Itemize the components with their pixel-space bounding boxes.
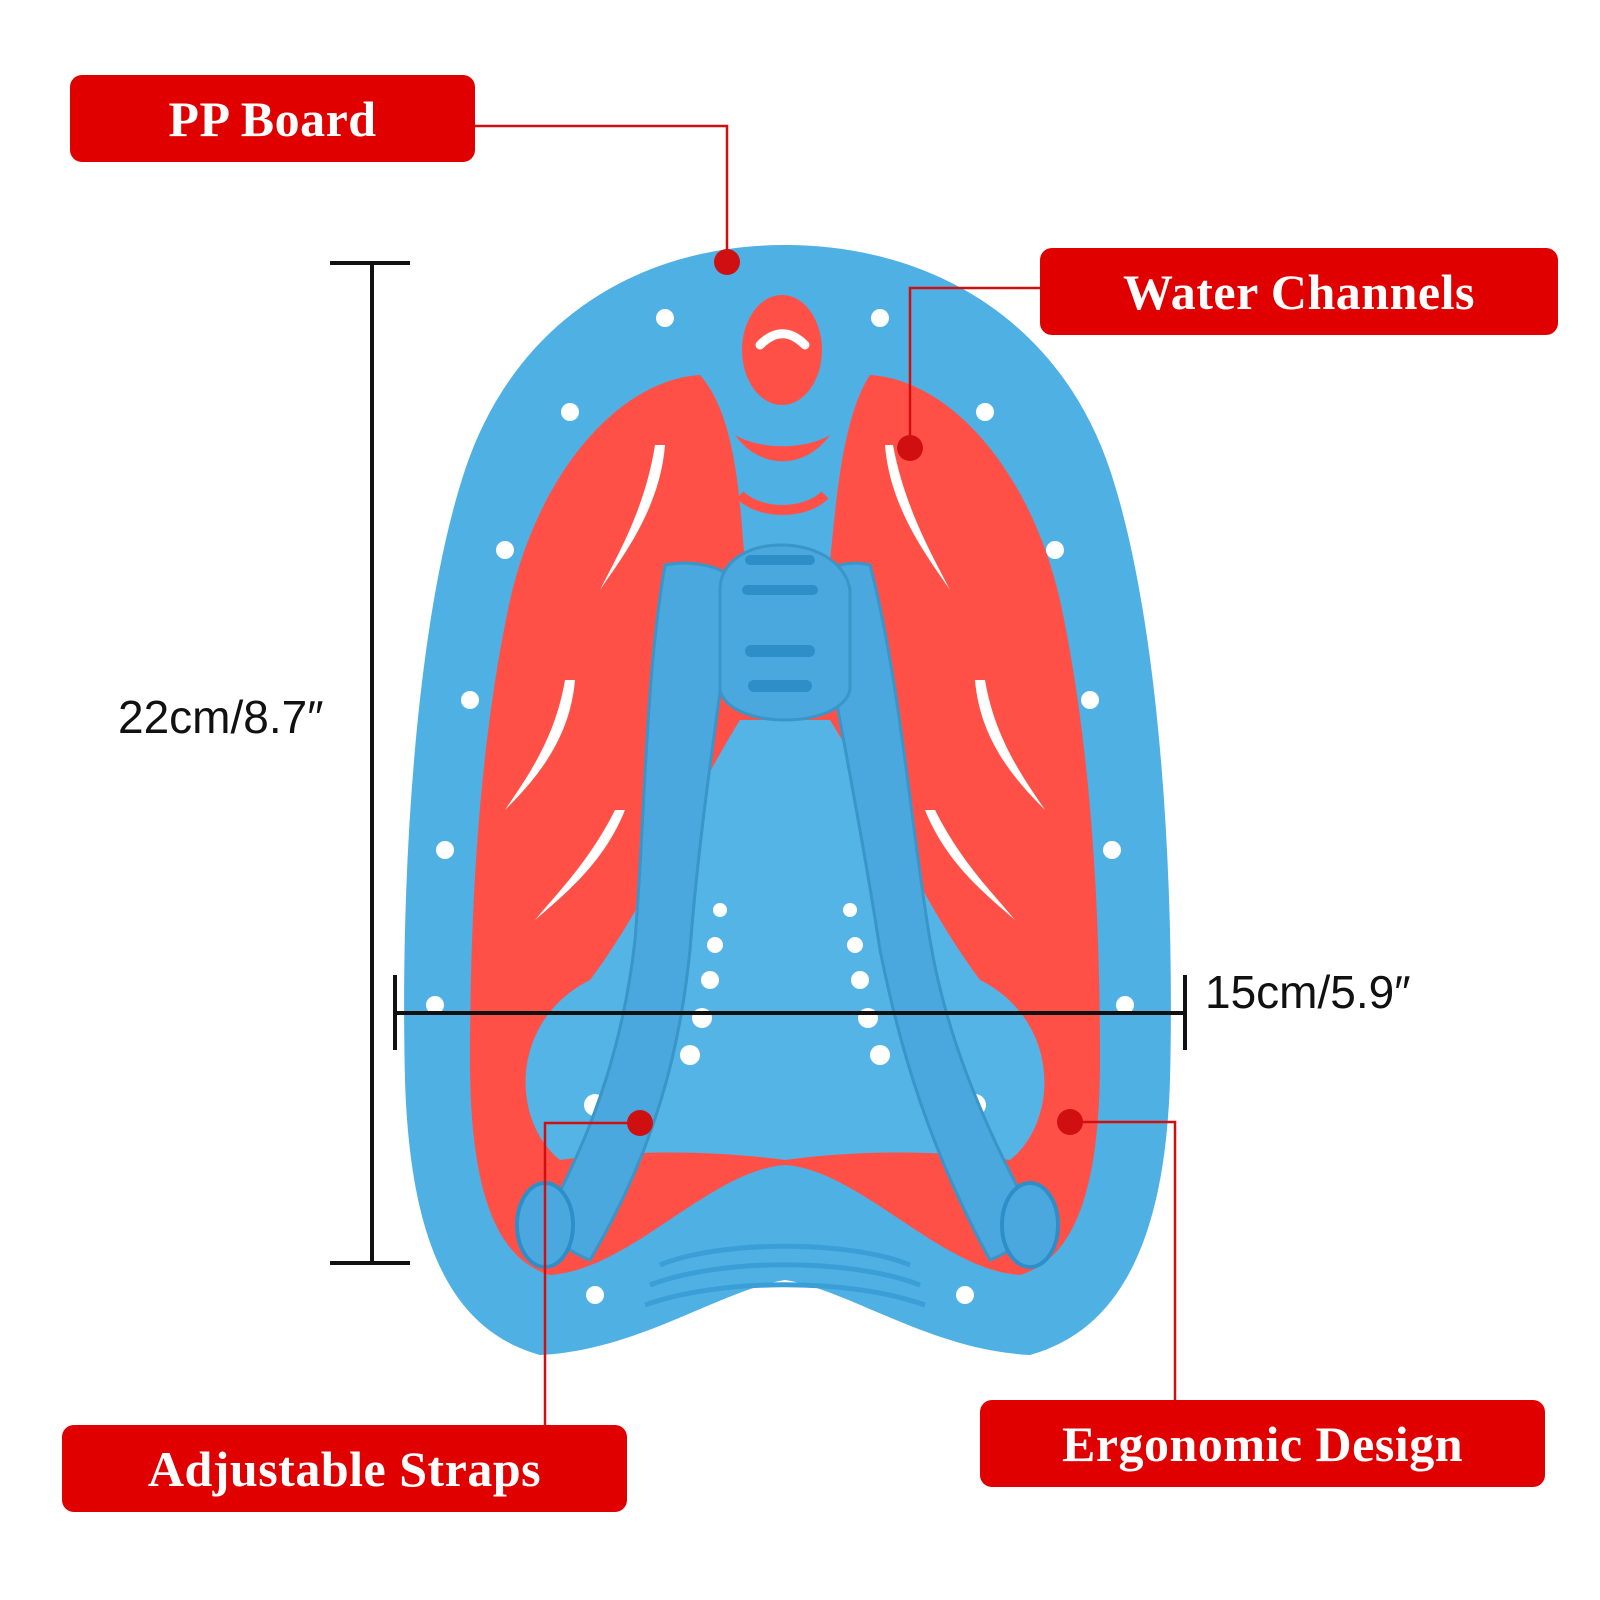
water-channel-slots [505,445,1045,920]
ergonomic-ridges [644,1243,926,1308]
top-vent [742,295,822,405]
pp-board-callout: PP Board [70,75,475,162]
ergonomic-design-callout: Ergonomic Design [980,1400,1545,1487]
leader-lines [475,124,1177,1425]
width-dimension-label: 15cm/5.9″ [1205,966,1411,1018]
rim-heart-vents [426,309,1134,1304]
height-dimension-label: 22cm/8.7″ [118,691,324,743]
water-channels-callout: Water Channels [1040,248,1558,335]
height-dimension-line [330,261,410,1265]
adjustable-straps-callout: Adjustable Straps [62,1425,627,1512]
width-dimension-line [393,975,1187,1050]
leader-dots [627,249,1083,1136]
strap-buckle [718,543,852,722]
